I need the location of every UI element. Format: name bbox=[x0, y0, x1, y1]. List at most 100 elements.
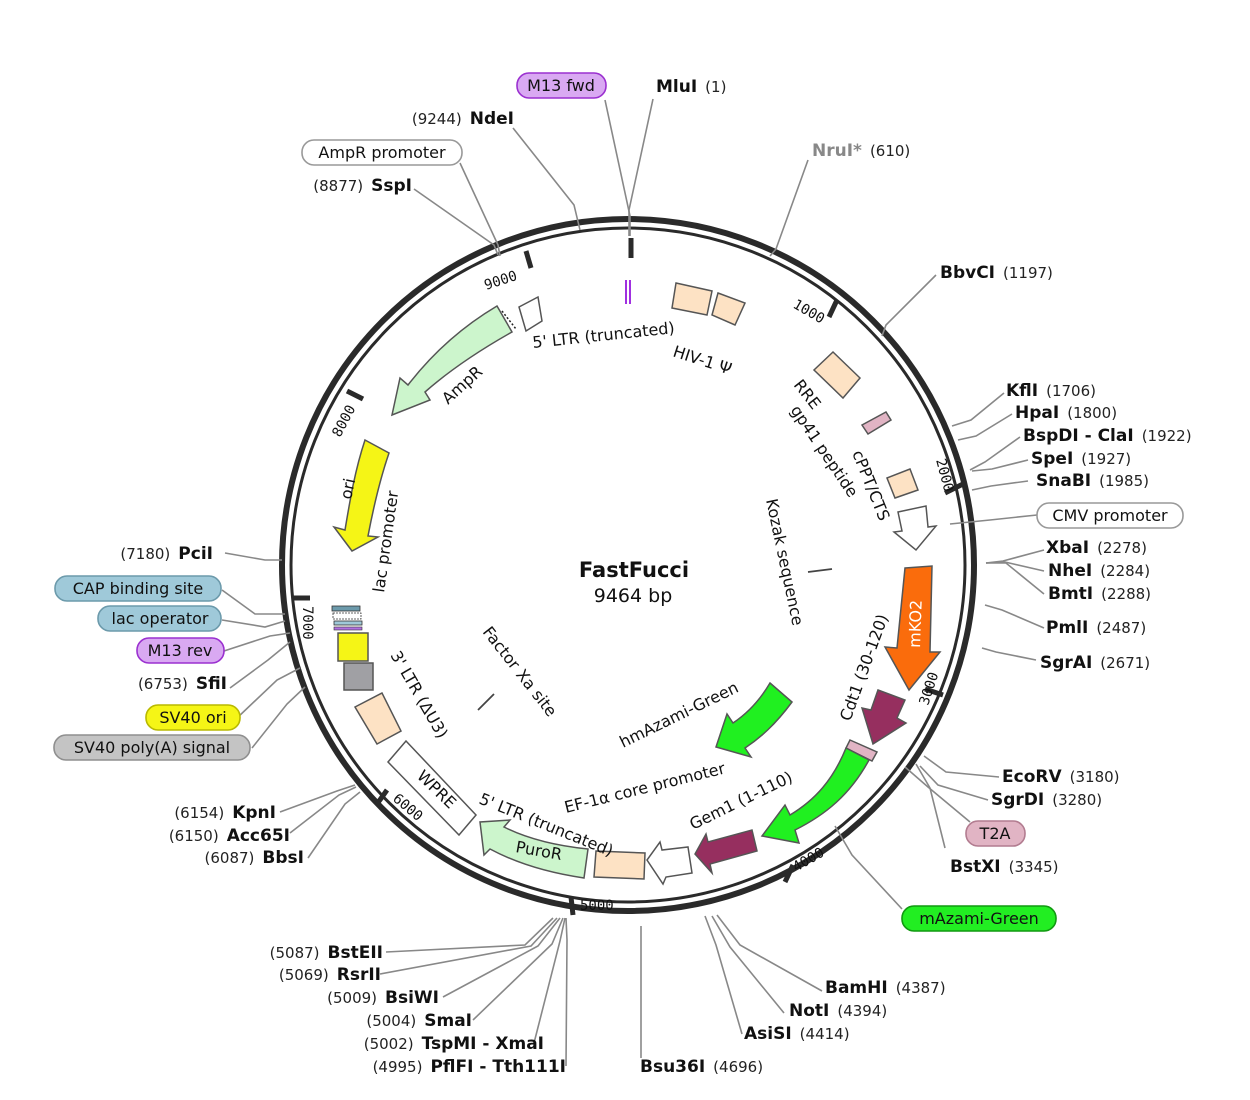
cdt1-arrow bbox=[860, 689, 908, 746]
factor-xa-mark bbox=[477, 693, 495, 711]
backbone-inner-ring bbox=[289, 226, 967, 904]
site-pmli: PmlI(2487) bbox=[1046, 618, 1146, 638]
cap-binding-site-text: CAP binding site bbox=[73, 579, 203, 598]
site-sspi: (8877)SspI bbox=[313, 176, 412, 196]
cap-lac-m13rev-marks bbox=[331, 605, 363, 631]
sv40-polya-label: SV40 poly(A) signal bbox=[53, 734, 251, 761]
site-bamhi: BamHI(4387) bbox=[825, 978, 946, 998]
hiv-psi-box-2 bbox=[711, 292, 747, 326]
m13-rev-mark bbox=[333, 620, 363, 626]
site-rsrii: (5069)RsrII bbox=[279, 965, 381, 985]
site-sgrdi: SgrDI(3280) bbox=[991, 790, 1102, 810]
site-spei: SpeI(1927) bbox=[1031, 449, 1131, 469]
tick-3000-mark bbox=[924, 686, 944, 698]
hiv-psi-box-1 bbox=[671, 282, 713, 316]
site-bstxi: BstXI(3345) bbox=[950, 857, 1059, 877]
m13-fwd-text: M13 fwd bbox=[527, 76, 595, 95]
site-nhei: NheI(2284) bbox=[1048, 561, 1150, 581]
t2a-text: T2A bbox=[979, 824, 1011, 843]
kozak-mark bbox=[807, 568, 833, 573]
cmv-promoter-arrow bbox=[892, 505, 938, 552]
tick-label-7000: 7000 bbox=[299, 606, 315, 640]
plasmid-name: FastFucci bbox=[579, 558, 689, 582]
tick-label-1000: 1000 bbox=[790, 297, 827, 328]
site-bbvci: BbvCI(1197) bbox=[940, 263, 1053, 283]
site-ndei: (9244)NdeI bbox=[412, 109, 514, 129]
site-bmti: BmtI(2288) bbox=[1048, 584, 1151, 604]
cppt-box bbox=[886, 468, 919, 499]
sv40-polya-text: SV40 poly(A) signal bbox=[74, 738, 230, 757]
site-bspdi-clai: BspDI - ClaI(1922) bbox=[1023, 426, 1192, 446]
site-bsu36i: Bsu36I(4696) bbox=[640, 1057, 763, 1077]
tick-1000-mark bbox=[826, 298, 840, 319]
site-smai: (5004)SmaI bbox=[366, 1011, 472, 1031]
tick-label-5000: 5000 bbox=[580, 898, 614, 914]
m13-rev-text: M13 rev bbox=[148, 641, 213, 660]
site-sgrai: SgrAI(2671) bbox=[1040, 653, 1150, 673]
tick-5000-mark bbox=[568, 896, 576, 916]
tick-label-8000: 8000 bbox=[329, 403, 359, 440]
ori-arrow bbox=[332, 438, 390, 552]
ltr5-top-arrow bbox=[518, 295, 543, 333]
lac-operator-mark bbox=[332, 612, 362, 620]
ampr-arrow bbox=[390, 304, 514, 417]
restriction-sites-right: MluI(1) NruI*(610) BbvCI(1197) KflI(1706… bbox=[640, 77, 1192, 1077]
hmazami-green-arrow bbox=[715, 681, 794, 759]
ltr3-box bbox=[353, 691, 402, 746]
label-ori: ori bbox=[336, 477, 359, 501]
label-mko2: mKO2 bbox=[905, 600, 926, 649]
site-ecorv: EcoRV(3180) bbox=[1002, 767, 1120, 787]
site-sfii: (6753)SfiI bbox=[138, 674, 227, 694]
site-bsiwi: (5009)BsiWI bbox=[327, 988, 439, 1008]
tick-label-2000: 2000 bbox=[932, 457, 956, 494]
rre-box bbox=[812, 350, 862, 400]
site-mlui: MluI(1) bbox=[656, 77, 726, 97]
site-tspmi-xmai: (5002)TspMI - XmaI bbox=[364, 1034, 544, 1054]
label-kozak: Kozak sequence bbox=[762, 497, 807, 627]
gp41-peptide-mark bbox=[860, 411, 893, 436]
ampr-promoter-text: AmpR promoter bbox=[318, 143, 446, 162]
leader-lines bbox=[221, 98, 1045, 1067]
mazami-green-arrow bbox=[760, 746, 871, 844]
label-factor-xa: Factor Xa site bbox=[479, 623, 561, 720]
site-kpni: (6154)KpnI bbox=[174, 803, 276, 823]
site-kfli: KflI(1706) bbox=[1006, 381, 1096, 401]
backbone-outer-ring bbox=[279, 216, 977, 914]
cap-binding-mark bbox=[331, 605, 361, 612]
site-noti: NotI(4394) bbox=[789, 1001, 887, 1021]
site-snabi: SnaBI(1985) bbox=[1036, 471, 1149, 491]
lac-operator-label: lac operator bbox=[97, 605, 222, 632]
site-nrui: NruI*(610) bbox=[812, 141, 910, 161]
tick-4000-mark bbox=[782, 863, 796, 884]
site-bsteii: (5087)BstEII bbox=[270, 943, 383, 963]
restriction-sites-left: (9244)NdeI (8877)SspI (7180)PciI (6753)S… bbox=[120, 109, 566, 1077]
m13-fwd-label: M13 fwd bbox=[516, 72, 607, 99]
site-asisi: AsiSI(4414) bbox=[744, 1024, 850, 1044]
site-hpai: HpaI(1800) bbox=[1015, 403, 1117, 423]
m13-rev-mark-2 bbox=[333, 626, 363, 631]
m13-rev-label: M13 rev bbox=[136, 637, 225, 664]
lac-operator-text: lac operator bbox=[112, 609, 209, 628]
sv40-polya-box bbox=[343, 662, 374, 691]
ltr5-bottom-box bbox=[593, 850, 646, 880]
cmv-promoter-text: CMV promoter bbox=[1052, 506, 1168, 525]
site-acc65i: (6150)Acc65I bbox=[169, 826, 290, 846]
features bbox=[331, 280, 942, 886]
t2a-mark bbox=[844, 739, 879, 762]
mko2-arrow bbox=[883, 565, 942, 692]
scale-ticks bbox=[293, 238, 965, 916]
gem1-arrow bbox=[694, 829, 758, 876]
mazami-green-text: mAzami-Green bbox=[919, 909, 1039, 928]
site-bbsi: (6087)BbsI bbox=[205, 848, 304, 868]
tick-label-9000: 9000 bbox=[482, 268, 519, 294]
tick-9000-mark bbox=[523, 250, 534, 269]
cap-binding-site-label: CAP binding site bbox=[54, 575, 222, 602]
t2a-label: T2A bbox=[965, 820, 1026, 847]
site-pflfi-tth111i: (4995)PflFI - Tth111I bbox=[373, 1057, 566, 1077]
sv40-ori-label: SV40 ori bbox=[145, 704, 241, 731]
tick-2000-mark bbox=[943, 481, 965, 496]
ef1a-promoter-arrow bbox=[646, 840, 693, 886]
site-pcii: (7180)PciI bbox=[120, 544, 213, 564]
boxed-feature-labels: M13 fwd AmpR promoter CMV promoter CAP b… bbox=[53, 72, 1184, 932]
